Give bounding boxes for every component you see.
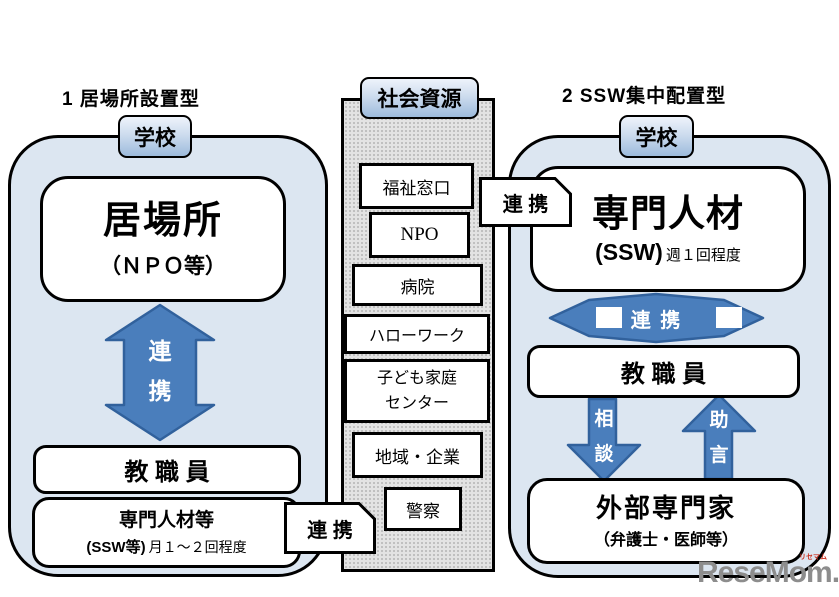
left-expert-note: (SSW等) 月１～２回程度: [86, 538, 247, 556]
jogen-arrow-label: 助 言: [709, 410, 729, 466]
resource-box: 福祉窓口: [359, 163, 474, 209]
resource-box: NPO: [369, 212, 470, 258]
social-resources-badge: 社会資源: [360, 77, 479, 119]
left-school-badge: 学校: [118, 115, 192, 158]
senmon-jinzai-box: 専門人材 (SSW) 週１回程度: [530, 166, 806, 292]
resource-box: 子ども家庭 センター: [344, 359, 490, 423]
right-renkei-arrow-label: 連 携: [630, 309, 683, 332]
senmon-jinzai-note: (SSW) 週１回程度: [595, 239, 741, 265]
callout-shape: [479, 177, 572, 227]
resemom-watermark: ReseMom. リセマム: [697, 554, 839, 589]
left-renkei-arrow-label: 連 携: [148, 338, 172, 404]
ibasho-subtitle: （ＮＰＯ等）: [100, 255, 226, 278]
right-section-title: 2 SSW集中配置型: [562, 86, 727, 107]
left-expert-box: 専門人材等 (SSW等) 月１～２回程度: [32, 497, 301, 568]
vertical-double-arrow-icon: [104, 303, 216, 442]
resource-box: 病院: [352, 264, 483, 306]
gaibu-senmonka-subtitle: （弁護士・医師等）: [593, 532, 738, 549]
senmon-jinzai-title: 専門人材: [592, 193, 744, 234]
horizontal-double-arrow-icon: [548, 292, 765, 344]
left-section-title: 1 居場所設置型: [62, 89, 200, 110]
watermark-ruby: リセマム: [799, 554, 827, 561]
right-staff-box: 教 職 員: [527, 345, 800, 398]
gaibu-senmonka-title: 外部専門家: [595, 493, 736, 523]
callout-shape: [284, 502, 376, 554]
ibasho-title: 居場所: [102, 200, 223, 242]
left-staff-box: 教 職 員: [33, 445, 301, 494]
ibasho-box: 居場所 （ＮＰＯ等）: [40, 176, 286, 302]
resource-box: 警察: [384, 487, 462, 531]
resource-box: 地域・企業: [352, 432, 483, 478]
left-expert-title: 専門人材等: [118, 509, 214, 531]
soudan-arrow-label: 相 談: [594, 409, 614, 465]
gaibu-senmonka-box: 外部専門家 （弁護士・医師等）: [527, 478, 805, 564]
resource-box: ハローワーク: [344, 314, 490, 354]
right-school-badge: 学校: [619, 115, 694, 158]
renkei-callout-right: 連 携: [479, 177, 572, 227]
down-arrow-icon: [566, 398, 642, 482]
renkei-callout-left: 連 携: [284, 502, 376, 554]
